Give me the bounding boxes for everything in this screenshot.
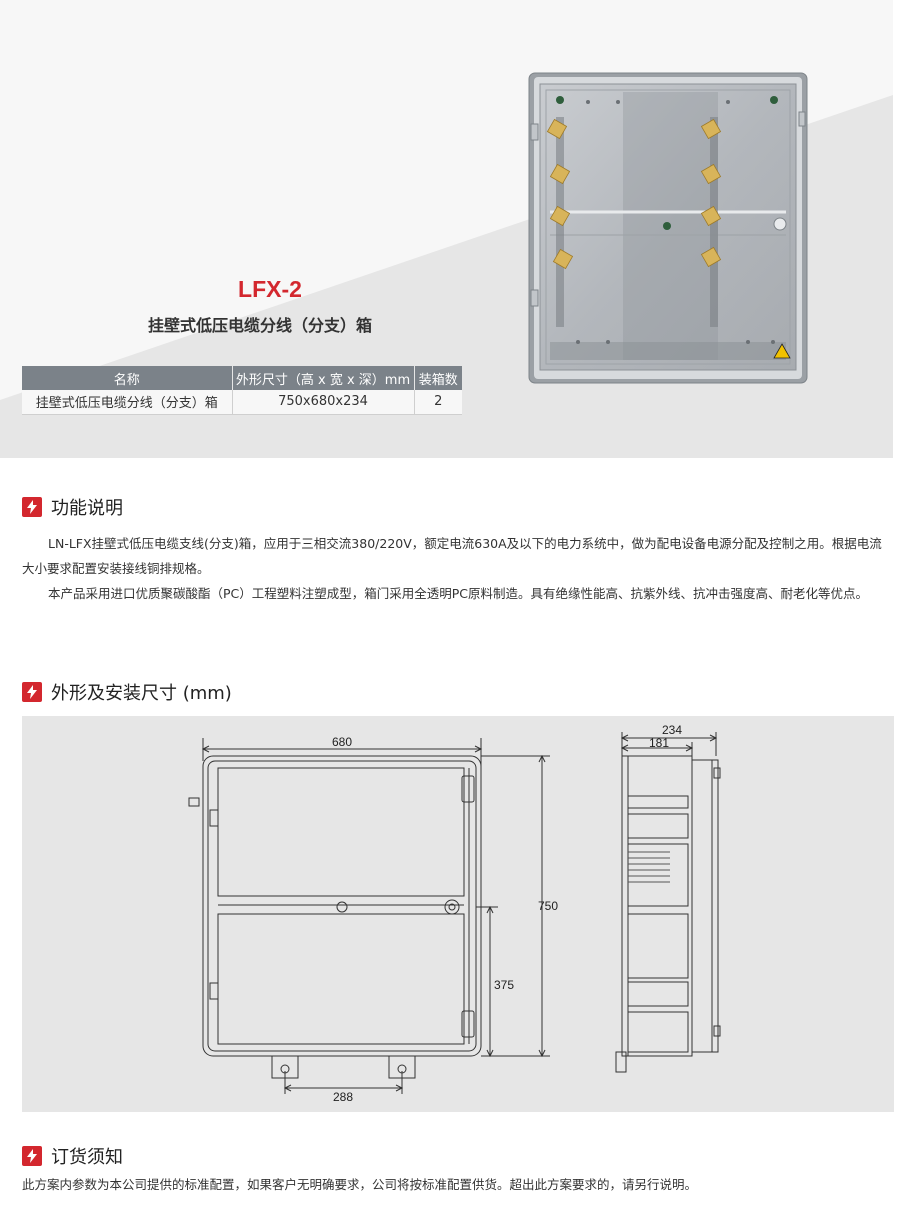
product-name-subtitle: 挂壁式低压电缆分线（分支）箱 [147, 316, 372, 335]
function-paragraph-2: 本产品采用进口优质聚碳酸酯（PC）工程塑料注塑成型，箱门采用全透明PC原料制造。… [48, 586, 869, 601]
table-row: 挂壁式低压电缆分线（分支）箱 750x680x234 2 [22, 390, 462, 415]
dim-label-height: 750 [538, 899, 558, 913]
lightning-bolt-icon [22, 1146, 42, 1166]
section-title-ordering: 订货须知 [51, 1147, 123, 1168]
product-model-title: LFX-2 [238, 276, 302, 302]
side-view-drawing [615, 732, 721, 1073]
dim-label-mount-spacing: 288 [333, 1090, 353, 1104]
front-view-drawing [188, 738, 550, 1094]
dim-label-depth: 234 [662, 723, 682, 737]
dim-label-half-height: 375 [494, 978, 514, 992]
spec-header-pack-qty: 装箱数 [414, 366, 462, 390]
section-header-ordering: 订货须知 [22, 1143, 123, 1169]
section-title-function: 功能说明 [51, 498, 123, 519]
dimension-drawing-panel: 680 750 375 288 234 181 [22, 716, 894, 1112]
section-title-dimensions: 外形及安装尺寸 (mm) [51, 683, 232, 704]
dim-label-width: 680 [332, 735, 352, 749]
ordering-note: 此方案内参数为本公司提供的标准配置，如果客户无明确要求，公司将按标准配置供货。超… [22, 1177, 698, 1192]
hero-banner: LFX-2 挂壁式低压电缆分线（分支）箱 名称 外形尺寸（高 x 宽 x 深）m… [0, 0, 893, 458]
spec-header-name: 名称 [22, 366, 233, 390]
lightning-bolt-icon [22, 682, 42, 702]
lightning-bolt-icon [22, 497, 42, 517]
spec-cell-dimensions: 750x680x234 [232, 390, 415, 415]
section-header-function: 功能说明 [22, 494, 123, 520]
product-photo [528, 72, 808, 384]
spec-cell-name: 挂壁式低压电缆分线（分支）箱 [22, 390, 233, 415]
function-paragraph-1: LN-LFX挂壁式低压电缆支线(分支)箱，应用于三相交流380/220V，额定电… [22, 536, 882, 576]
spec-cell-pack-qty: 2 [414, 390, 462, 415]
spec-table-header-row: 名称 外形尺寸（高 x 宽 x 深）mm 装箱数 [22, 366, 462, 390]
spec-table: 名称 外形尺寸（高 x 宽 x 深）mm 装箱数 挂壁式低压电缆分线（分支）箱 … [22, 366, 462, 415]
section-header-dimensions: 外形及安装尺寸 (mm) [22, 679, 232, 705]
spec-header-dimensions: 外形尺寸（高 x 宽 x 深）mm [232, 366, 415, 390]
dim-label-inner-depth: 181 [649, 736, 669, 750]
dimension-drawing: 680 750 375 288 234 181 [188, 723, 721, 1104]
